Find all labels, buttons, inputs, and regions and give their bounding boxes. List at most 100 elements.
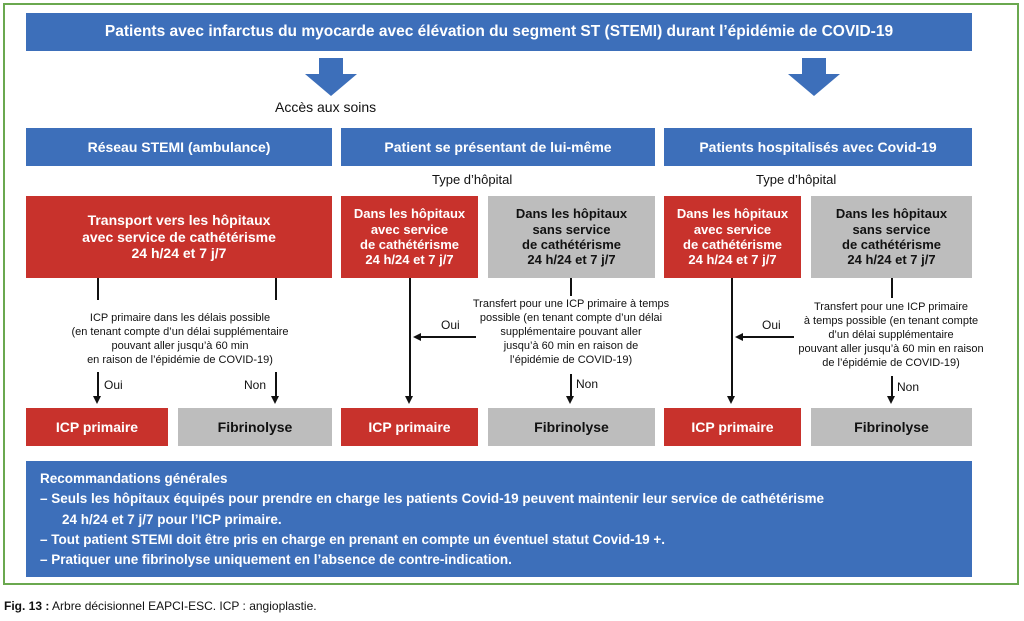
transfer-note: Transfert pour une ICP primaire à temps … — [788, 300, 994, 370]
transfer-note: Transfert pour une ICP primaire à temps … — [468, 297, 674, 367]
recommendation-item: 24 h/24 et 7 j/7 pour l’ICP primaire. — [62, 511, 282, 527]
no-label: Non — [576, 377, 599, 391]
column-header-label: Réseau STEMI (ambulance) — [87, 138, 271, 155]
box-line: 24 h/24 et 7 j/7 — [131, 245, 227, 262]
arrow-head-icon — [735, 333, 743, 341]
figure-caption: Fig. 13 : Arbre décisionnel EAPCI-ESC. I… — [4, 599, 317, 613]
box-line: sans service — [532, 221, 611, 237]
caption-label: Fig. 13 : — [4, 599, 50, 613]
connector-line — [275, 278, 277, 300]
hospital-type-label: Type d’hôpital — [432, 172, 513, 187]
hospital-without-service-box: Dans les hôpitaux sans service de cathét… — [811, 196, 972, 278]
note-line: d’un délai supplémentaire — [828, 329, 954, 342]
arrow-head-icon — [727, 396, 735, 404]
connector-line — [742, 336, 794, 338]
down-arrow-icon — [788, 58, 840, 96]
note-line: possible (en tenant compte d’un délai — [479, 312, 663, 325]
note-line: Transfert pour une ICP primaire — [813, 301, 969, 313]
connector-line — [731, 278, 733, 396]
yes-label: Oui — [104, 378, 123, 392]
arrow-head-icon — [413, 333, 421, 341]
note-line: supplémentaire pouvant aller — [500, 326, 642, 339]
box-line: avec service de cathétérisme — [82, 228, 276, 245]
box-line: Dans les hôpitaux — [515, 206, 628, 222]
box-line: Dans les hôpitaux — [676, 206, 789, 222]
no-label: Non — [244, 378, 267, 392]
down-arrow-icon — [305, 58, 357, 96]
box-line: de cathétérisme — [522, 237, 621, 252]
box-line: avec service — [370, 221, 449, 237]
access-label: Accès aux soins — [275, 99, 377, 115]
arrow-head-icon — [887, 396, 895, 404]
box-line: 24 h/24 et 7 j/7 — [365, 252, 454, 268]
connector-line — [97, 278, 99, 300]
outcome-icp-box: ICP primaire — [26, 408, 168, 446]
outcome-label: Fibrinolyse — [854, 418, 929, 435]
box-line: Transport vers les hôpitaux — [87, 212, 271, 229]
connector-line — [275, 372, 277, 397]
box-line: 24 h/24 et 7 j/7 — [527, 252, 616, 268]
outcome-label: Fibrinolyse — [534, 418, 609, 435]
arrow-head-icon — [405, 396, 413, 404]
outcome-icp-box: ICP primaire — [664, 408, 801, 446]
box-line: 24 h/24 et 7 j/7 — [688, 252, 777, 268]
recommendation-item: – Pratiquer une fibrinolyse uniquement e… — [40, 552, 512, 567]
hospital-type-label: Type d’hôpital — [756, 172, 837, 187]
column-header-label: Patients hospitalisés avec Covid-19 — [699, 138, 937, 155]
note-line: jusqu’à 60 min en raison de — [503, 340, 639, 353]
yes-label: Oui — [441, 318, 460, 332]
yes-label: Oui — [762, 318, 781, 332]
connector-line — [570, 278, 572, 296]
outcome-label: ICP primaire — [368, 418, 451, 435]
title-box: Patients avec infarctus du myocarde avec… — [26, 13, 972, 51]
column-header-self-presenting: Patient se présentant de lui-même — [341, 128, 655, 166]
column-header-label: Patient se présentant de lui-même — [384, 138, 612, 155]
box-line: de cathétérisme — [683, 237, 782, 252]
recommendation-item: – Tout patient STEMI doit être pris en c… — [40, 531, 665, 547]
title-text: Patients avec infarctus du myocarde avec… — [104, 22, 894, 40]
note-line: en raison de l’épidémie de COVID-19) — [87, 354, 273, 367]
outcome-icp-box: ICP primaire — [341, 408, 478, 446]
outcome-label: ICP primaire — [55, 418, 139, 435]
outcome-label: ICP primaire — [691, 418, 774, 435]
arrow-head-icon — [566, 396, 574, 404]
connector-line — [420, 336, 476, 338]
outcome-fibrinolysis-box: Fibrinolyse — [178, 408, 332, 446]
connector-line — [409, 278, 411, 396]
arrow-head-icon — [271, 396, 279, 404]
no-label: Non — [897, 380, 920, 394]
recommendations-heading: Recommandations générales — [40, 471, 228, 486]
note-line: à temps possible (en tenant compte — [803, 315, 979, 328]
outcome-fibrinolysis-box: Fibrinolyse — [811, 408, 972, 446]
box-line: sans service — [852, 221, 931, 237]
recommendation-item: – Seuls les hôpitaux équipés pour prendr… — [40, 491, 825, 507]
transport-box: Transport vers les hôpitaux avec service… — [26, 196, 332, 278]
column-header-covid-hospitalized: Patients hospitalisés avec Covid-19 — [664, 128, 972, 166]
outcome-fibrinolysis-box: Fibrinolyse — [488, 408, 655, 446]
note-line: pouvant aller jusqu’à 60 min — [111, 340, 249, 353]
note-line: Transfert pour une ICP primaire à temps — [472, 298, 670, 310]
diagram-frame — [3, 3, 1019, 585]
icp-delay-note: ICP primaire dans les délais possible (e… — [50, 311, 310, 367]
box-line: 24 h/24 et 7 j/7 — [847, 252, 936, 268]
note-line: pouvant aller jusqu’à 60 min en raison — [798, 343, 984, 356]
caption-text: Arbre décisionnel EAPCI-ESC. ICP : angio… — [49, 599, 317, 613]
note-line: ICP primaire dans les délais possible — [89, 312, 271, 324]
box-line: Dans les hôpitaux — [353, 206, 466, 222]
hospital-without-service-box: Dans les hôpitaux sans service de cathét… — [488, 196, 655, 278]
hospital-with-service-box: Dans les hôpitaux avec service de cathét… — [341, 196, 478, 278]
box-line: Dans les hôpitaux — [835, 206, 948, 222]
hospital-with-service-box: Dans les hôpitaux avec service de cathét… — [664, 196, 801, 278]
box-line: de cathétérisme — [842, 237, 941, 252]
note-line: l’épidémie de COVID-19) — [509, 354, 633, 367]
note-line: (en tenant compte d’un délai supplémenta… — [71, 326, 289, 339]
box-line: de cathétérisme — [360, 237, 459, 252]
connector-line — [891, 376, 893, 396]
note-line: de l’épidémie de COVID-19) — [822, 357, 960, 370]
column-header-ambulance: Réseau STEMI (ambulance) — [26, 128, 332, 166]
arrow-head-icon — [93, 396, 101, 404]
connector-line — [570, 374, 572, 396]
recommendations-box: Recommandations générales – Seuls les hô… — [26, 461, 972, 577]
connector-line — [891, 278, 893, 298]
box-line: avec service — [693, 221, 772, 237]
